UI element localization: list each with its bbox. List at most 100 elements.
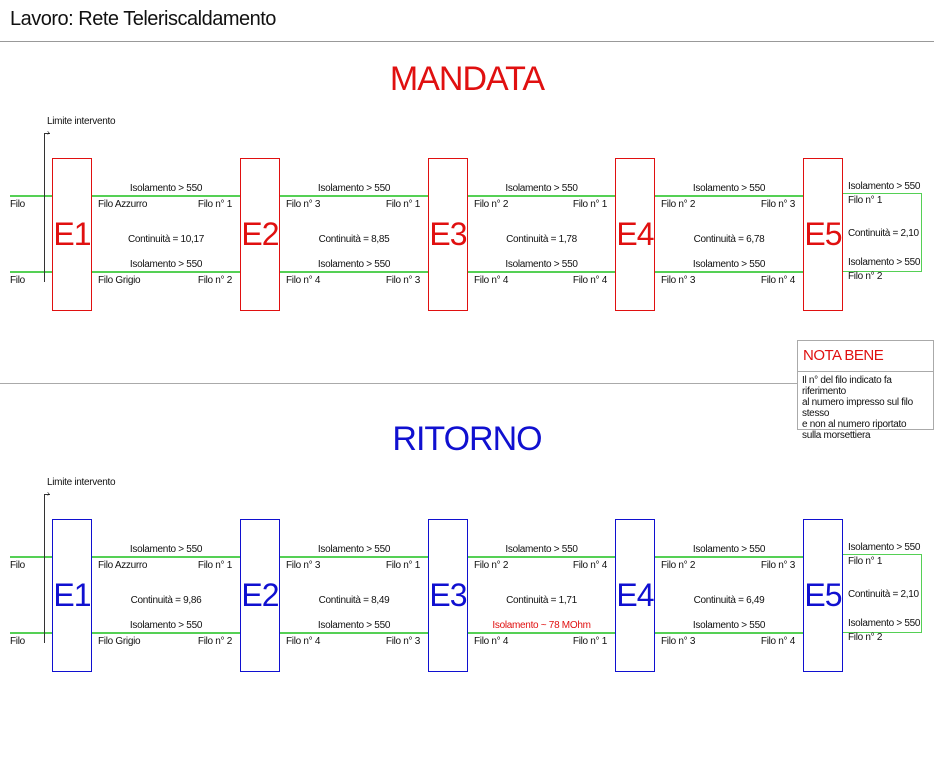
wire-label-bottom-left: Filo n° 4 bbox=[286, 275, 321, 286]
continuity-label: Continuità = 9,86 bbox=[130, 595, 202, 606]
junction-box-e5: E5 bbox=[803, 158, 843, 311]
note-divider bbox=[798, 371, 934, 372]
end-wire-label-top: Filo n° 1 bbox=[848, 195, 883, 206]
insulation-bottom-label: Isolamento > 550 bbox=[129, 259, 203, 270]
arrow-right-icon: › bbox=[47, 489, 50, 498]
wire-label-bottom-right: Filo n° 4 bbox=[760, 275, 795, 286]
wire-label-top-left: Filo n° 2 bbox=[661, 560, 696, 571]
limit-label: Limite intervento bbox=[47, 116, 116, 127]
input-label-top: Filo bbox=[10, 560, 25, 571]
wire-end-loop bbox=[843, 554, 922, 633]
wire-label-top-right: Filo n° 1 bbox=[197, 560, 232, 571]
wire-label-bottom-left: Filo n° 4 bbox=[474, 636, 509, 647]
continuity-label: Continuità = 6,78 bbox=[693, 234, 765, 245]
wire-bottom bbox=[468, 271, 615, 273]
junction-box-e2: E2 bbox=[240, 519, 280, 672]
wire-top bbox=[92, 556, 240, 558]
wire-bottom bbox=[655, 632, 803, 634]
wire-label-bottom-right: Filo n° 2 bbox=[197, 275, 232, 286]
junction-box-e3: E3 bbox=[428, 519, 468, 672]
continuity-label: Continuità = 6,49 bbox=[693, 595, 765, 606]
junction-box-e4: E4 bbox=[615, 158, 655, 311]
section-title-mandata: MANDATA bbox=[389, 60, 545, 98]
end-continuity-label: Continuità = 2,10 bbox=[848, 589, 919, 600]
wire-input-bottom bbox=[10, 632, 52, 634]
wire-label-top-right: Filo n° 1 bbox=[197, 199, 232, 210]
job-title: Lavoro: Rete Teleriscaldamento bbox=[10, 8, 276, 30]
wire-top bbox=[655, 556, 803, 558]
insulation-top-label: Isolamento > 550 bbox=[692, 183, 766, 194]
header: Lavoro: Rete Teleriscaldamento bbox=[0, 0, 934, 42]
insulation-bottom-label: Isolamento > 550 bbox=[692, 620, 766, 631]
insulation-top-label: Isolamento > 550 bbox=[129, 544, 203, 555]
insulation-top-label: Isolamento > 550 bbox=[129, 183, 203, 194]
wire-label-bottom-left: Filo n° 4 bbox=[286, 636, 321, 647]
wire-label-bottom-left: Filo Grigio bbox=[98, 275, 141, 286]
limit-label: Limite intervento bbox=[47, 477, 116, 488]
junction-box-e3: E3 bbox=[428, 158, 468, 311]
wire-input-top bbox=[10, 556, 52, 558]
wire-label-top-left: Filo n° 2 bbox=[474, 560, 509, 571]
wire-bottom bbox=[468, 632, 615, 634]
wire-bottom bbox=[655, 271, 803, 273]
arrow-right-icon: › bbox=[47, 128, 50, 137]
insulation-bottom-label: Isolamento > 550 bbox=[505, 259, 578, 270]
wire-label-bottom-right: Filo n° 4 bbox=[760, 636, 795, 647]
wire-top bbox=[280, 195, 428, 197]
wire-label-bottom-right: Filo n° 3 bbox=[385, 636, 420, 647]
insulation-top-label: Isolamento > 550 bbox=[692, 544, 766, 555]
continuity-label: Continuità = 1,71 bbox=[506, 595, 577, 606]
continuity-label: Continuità = 1,78 bbox=[506, 234, 577, 245]
wire-top bbox=[468, 195, 615, 197]
insulation-bottom-label: Isolamento > 550 bbox=[692, 259, 766, 270]
limit-marker-line bbox=[44, 494, 45, 643]
limit-marker-arrow bbox=[44, 494, 50, 495]
wire-label-bottom-left: Filo n° 3 bbox=[661, 275, 696, 286]
junction-box-e4: E4 bbox=[615, 519, 655, 672]
section-title-ritorno: RITORNO bbox=[392, 420, 542, 458]
junction-box-e2: E2 bbox=[240, 158, 280, 311]
wire-label-top-right: Filo n° 1 bbox=[385, 199, 420, 210]
end-wire-label-bottom: Filo n° 2 bbox=[848, 632, 883, 643]
wire-top bbox=[655, 195, 803, 197]
end-wire-label-top: Filo n° 1 bbox=[848, 556, 883, 567]
junction-box-e5: E5 bbox=[803, 519, 843, 672]
wire-input-bottom bbox=[10, 271, 52, 273]
wire-label-top-left: Filo n° 2 bbox=[661, 199, 696, 210]
input-label-top: Filo bbox=[10, 199, 25, 210]
wire-top bbox=[468, 556, 615, 558]
input-label-bottom: Filo bbox=[10, 636, 25, 647]
insulation-bottom-label: Isolamento > 550 bbox=[129, 620, 203, 631]
limit-marker-arrow bbox=[44, 133, 50, 134]
wire-label-top-left: Filo n° 3 bbox=[286, 560, 321, 571]
end-insulation-bottom-label: Isolamento > 550 bbox=[848, 618, 921, 629]
wire-label-bottom-right: Filo n° 1 bbox=[572, 636, 607, 647]
note-body: Il n° del filo indicato fa riferimento a… bbox=[802, 375, 913, 441]
continuity-label: Continuità = 8,85 bbox=[318, 234, 390, 245]
wire-top bbox=[280, 556, 428, 558]
note-title: NOTA BENE bbox=[803, 347, 884, 364]
wire-label-bottom-right: Filo n° 2 bbox=[197, 636, 232, 647]
junction-box-e1: E1 bbox=[52, 158, 92, 311]
wire-end-loop bbox=[843, 193, 922, 272]
note-box: NOTA BENE Il n° del filo indicato fa rif… bbox=[797, 340, 934, 441]
insulation-top-label: Isolamento > 550 bbox=[505, 183, 578, 194]
insulation-bottom-label: Isolamento ~ 78 MOhm bbox=[492, 620, 591, 631]
wire-top bbox=[92, 195, 240, 197]
wire-label-top-left: Filo n° 3 bbox=[286, 199, 321, 210]
insulation-top-label: Isolamento > 550 bbox=[505, 544, 578, 555]
wire-label-top-left: Filo Azzurro bbox=[98, 560, 148, 571]
wire-bottom bbox=[280, 632, 428, 634]
wire-label-top-left: Filo n° 2 bbox=[474, 199, 509, 210]
insulation-bottom-label: Isolamento > 550 bbox=[317, 259, 391, 270]
wire-bottom bbox=[92, 632, 240, 634]
insulation-top-label: Isolamento > 550 bbox=[317, 544, 391, 555]
insulation-bottom-label: Isolamento > 550 bbox=[317, 620, 391, 631]
input-label-bottom: Filo bbox=[10, 275, 25, 286]
wire-label-bottom-left: Filo Grigio bbox=[98, 636, 141, 647]
end-insulation-top-label: Isolamento > 550 bbox=[848, 181, 921, 192]
wire-bottom bbox=[92, 271, 240, 273]
wire-label-top-right: Filo n° 1 bbox=[572, 199, 607, 210]
wire-label-bottom-left: Filo n° 3 bbox=[661, 636, 696, 647]
wire-label-top-right: Filo n° 3 bbox=[760, 560, 795, 571]
